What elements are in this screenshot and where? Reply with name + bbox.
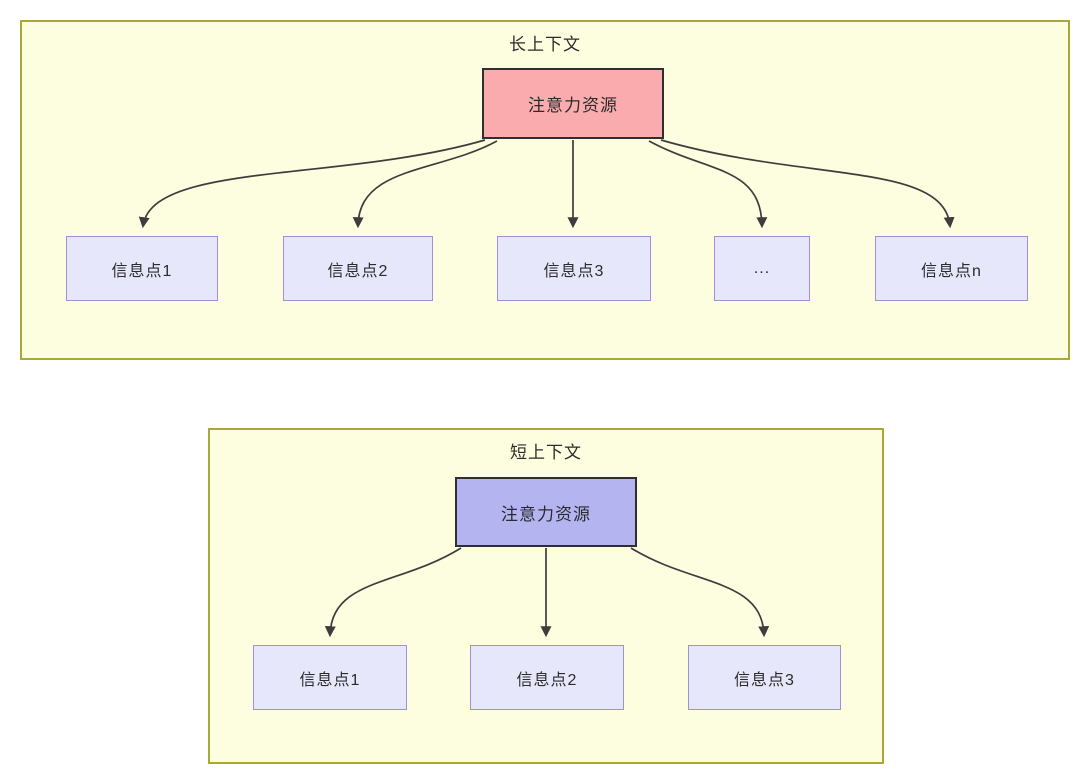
info-node-long-1: 信息点1 xyxy=(66,236,218,301)
panel-title-short-context: 短上下文 xyxy=(510,443,582,462)
info-node-short-1: 信息点1 xyxy=(253,645,407,710)
info-node-short-3: 信息点3 xyxy=(688,645,841,710)
panel-title-long-context: 长上下文 xyxy=(509,35,581,54)
attention-node-long: 注意力资源 xyxy=(482,68,664,139)
info-node-long-2: 信息点2 xyxy=(283,236,433,301)
info-node-long-3: 信息点3 xyxy=(497,236,651,301)
info-node-long-n: 信息点n xyxy=(875,236,1028,301)
attention-node-short: 注意力资源 xyxy=(455,477,637,547)
info-node-long-ellipsis: ... xyxy=(714,236,810,301)
info-node-short-2: 信息点2 xyxy=(470,645,624,710)
